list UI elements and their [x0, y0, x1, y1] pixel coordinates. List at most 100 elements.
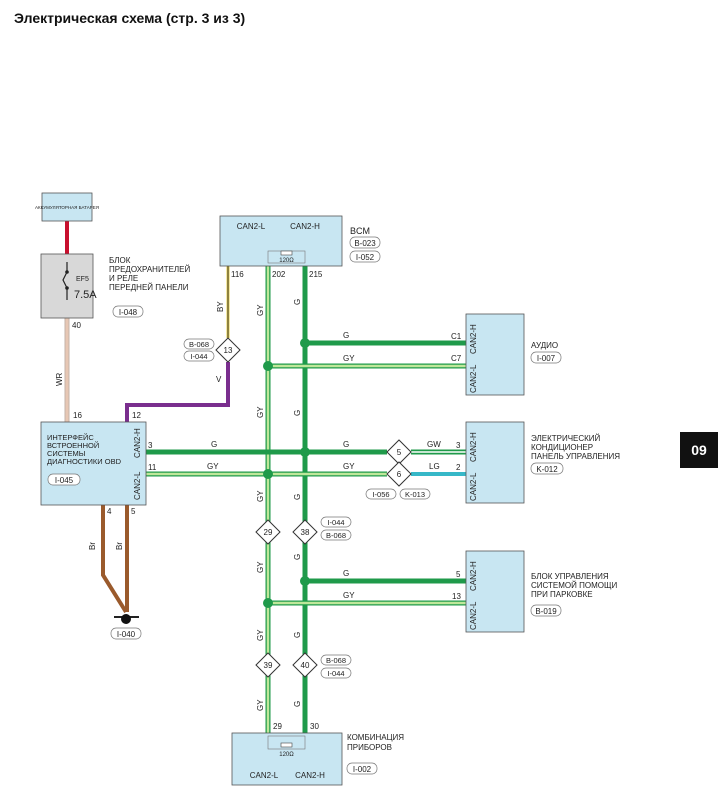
v-wire-label: V [216, 375, 222, 384]
fuse-block-box [40, 253, 94, 319]
bcm-name: BCM [350, 226, 370, 236]
obd-connector: I-045 [55, 476, 74, 485]
joint-13-conn2-badge [183, 350, 215, 362]
joint-13[interactable]: 13 B-068 I-044 [183, 337, 241, 363]
obd-module: ИНТЕРФЕЙС ВСТРОЕННОЙ СИСТЕМЫ ДИАГНОСТИКИ… [40, 411, 157, 516]
joint-38[interactable]: 38 I-044 B-068 [292, 516, 352, 545]
obd-pin-12: 12 [132, 411, 141, 420]
bcm-pin-215: 215 [309, 270, 323, 279]
bcm-connector2: I-052 [356, 253, 375, 262]
joint-40[interactable]: 40 B-068 I-044 [292, 652, 352, 679]
fuse-name: EF5 [76, 276, 89, 283]
joint-38-num: 38 [301, 528, 310, 537]
cluster-can-h: CAN2-H [295, 771, 325, 780]
obd-pin-16: 16 [73, 411, 82, 420]
cluster-connector: I-002 [353, 765, 372, 774]
audio-connector: I-007 [537, 354, 556, 363]
audio-can-l: CAN2-L [469, 364, 478, 393]
gw-wire-label: GW [427, 440, 441, 449]
audio-box [465, 313, 525, 396]
ground-connector-badge [110, 627, 142, 640]
joint-38-conn1: I-044 [327, 518, 344, 527]
battery-box [41, 192, 93, 222]
bcm-can-h: CAN2-H [290, 222, 320, 231]
bcm-box [219, 215, 343, 267]
gy-obd-label-1: GY [207, 462, 219, 471]
g-obd-label-2: G [343, 440, 349, 449]
page-title: Электрическая схема (стр. 3 из 3) [14, 10, 246, 26]
ground: Br Br I-040 [88, 542, 142, 640]
br-label-1: Br [88, 542, 97, 550]
cluster-resistor-value: 120Ω [279, 752, 294, 758]
cluster-pin-29: 29 [273, 722, 282, 731]
splice-dot [300, 576, 310, 586]
br-label-2: Br [115, 542, 124, 550]
joint-29[interactable]: 29 [255, 519, 281, 545]
parking-pin-13: 13 [452, 592, 461, 601]
joint-diamond [386, 439, 412, 465]
br-wire-4 [101, 505, 128, 614]
climate-can-h: CAN2-H [469, 432, 478, 462]
joint-13-conn1: B-068 [189, 340, 209, 349]
g-label-3: G [293, 494, 302, 500]
battery-label: АККУМУЛЯТОРНАЯ БАТАРЕЯ [35, 205, 99, 210]
obd-pin-5: 5 [131, 507, 136, 516]
climate-pin-2: 2 [456, 463, 461, 472]
bcm-pin-116: 116 [231, 270, 244, 279]
gy-label-5: GY [256, 629, 265, 641]
joint-diamond [215, 337, 241, 363]
gy-label-1: GY [256, 304, 265, 316]
parking-pin-5: 5 [456, 570, 461, 579]
joint-39[interactable]: 39 [255, 652, 281, 678]
splice-dots [263, 338, 310, 608]
fuse-connector-badge [112, 305, 144, 318]
obd-can-l: CAN2-L [133, 471, 142, 500]
g-label-1: G [293, 299, 302, 305]
fuse-node-top [65, 270, 69, 274]
bcm-pin-202: 202 [272, 270, 286, 279]
violet-wire [125, 362, 230, 422]
audio-connector-badge [530, 351, 562, 364]
fuse-node-bottom [65, 286, 69, 290]
audio-title: АУДИО [531, 341, 558, 350]
joint-40-num: 40 [301, 661, 310, 670]
joint-6[interactable]: 6 I-056 K-013 [365, 461, 431, 500]
cluster-can-l: CAN2-L [250, 771, 279, 780]
fuse-pin-40: 40 [72, 321, 81, 330]
g-obd-label-1: G [211, 440, 217, 449]
joint-39-num: 39 [264, 661, 273, 670]
joint-38-conn2: B-068 [326, 531, 346, 540]
splice-dot [300, 447, 310, 457]
audio-pin-c1: C1 [451, 332, 462, 341]
joint-5-num: 5 [397, 448, 402, 457]
audio-module: CAN2-H CAN2-L C1 C7 АУДИО I-007 [451, 313, 562, 396]
gy-label-6: GY [256, 699, 265, 711]
fuse-connector: I-048 [119, 308, 138, 317]
fuse-block-title-1: БЛОК [109, 256, 131, 265]
obd-pin-4: 4 [107, 507, 112, 516]
ground-icon [121, 614, 131, 624]
joint-13-conn2: I-044 [190, 352, 207, 361]
bcm-can-l: CAN2-L [237, 222, 266, 231]
joint-5[interactable]: 5 [386, 439, 412, 465]
g-label-5: G [293, 632, 302, 638]
cluster-pin-30: 30 [310, 722, 319, 731]
bcm-resistor-value: 120Ω [279, 258, 294, 264]
joint-40-conn2-badge [320, 667, 352, 679]
fuse-rating: 7.5A [74, 289, 97, 301]
g-label-6: G [293, 701, 302, 707]
climate-title-3: ПАНЕЛЬ УПРАВЛЕНИЯ [531, 452, 620, 461]
bcm-resistor-symbol [280, 250, 293, 256]
parking-title-1: БЛОК УПРАВЛЕНИЯ [531, 572, 609, 581]
section-tab[interactable]: 09 [680, 432, 718, 468]
cluster-resistor-box [267, 735, 306, 750]
cluster-title-1: КОМБИНАЦИЯ [347, 733, 404, 742]
bcm-connector1-badge [349, 236, 381, 249]
climate-connector-badge [530, 462, 564, 475]
joint-29-num: 29 [264, 528, 273, 537]
obd-title-1: ИНТЕРФЕЙС [47, 433, 94, 442]
splice-dot [263, 469, 273, 479]
fuse-block-title-4: ПЕРЕДНЕЙ ПАНЕЛИ [109, 283, 189, 292]
splice-dot [263, 598, 273, 608]
